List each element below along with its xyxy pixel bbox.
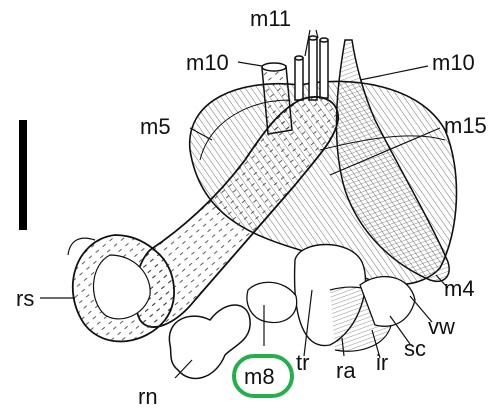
label-sc: sc	[404, 336, 426, 361]
label-m4: m4	[444, 276, 475, 301]
muscle-m11-rods	[295, 36, 328, 100]
label-rs: rs	[16, 286, 34, 311]
label-rn: rn	[138, 384, 158, 409]
label-m8: m8	[244, 364, 275, 389]
label-m11: m11	[250, 6, 291, 31]
label-m5: m5	[140, 114, 171, 139]
label-ir: ir	[376, 350, 388, 375]
label-vw: vw	[428, 314, 455, 339]
label-ra: ra	[336, 358, 356, 383]
scale-bar	[19, 120, 27, 230]
label-m10-left: m10	[186, 50, 229, 75]
label-tr: tr	[296, 350, 309, 375]
label-m15: m15	[444, 113, 487, 138]
label-m10-right: m10	[432, 50, 475, 75]
